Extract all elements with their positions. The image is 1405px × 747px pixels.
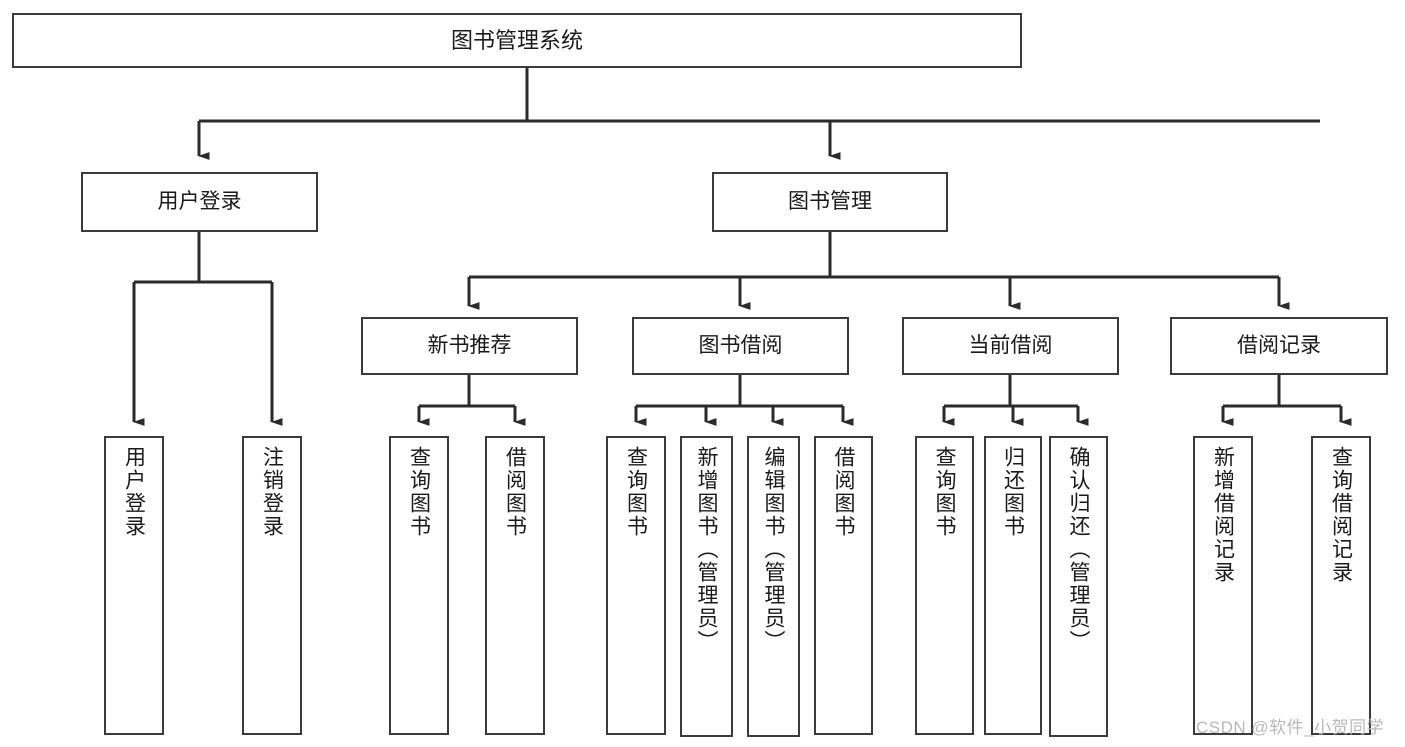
node-label: 查询借阅记录 xyxy=(1329,446,1353,584)
node-label: 归还图书 xyxy=(1001,446,1025,538)
node-book-borrow[interactable]: 图书借阅 xyxy=(632,317,849,375)
leaf-add-borrow-record[interactable]: 新增借阅记录 xyxy=(1193,436,1253,735)
node-label: 查询图书 xyxy=(933,446,956,538)
leaf-return-book[interactable]: 归还图书 xyxy=(984,436,1042,735)
node-label: 注销登录 xyxy=(260,446,284,538)
leaf-logout-login[interactable]: 注销登录 xyxy=(242,436,302,735)
node-label: 图书借阅 xyxy=(698,333,783,357)
csdn-watermark: CSDN @软件_小贺同学 xyxy=(1196,718,1385,737)
leaf-borrow-book-new-recommend[interactable]: 借阅图书 xyxy=(485,436,545,735)
node-label: 新增借阅记录 xyxy=(1211,446,1235,584)
node-label: 借阅图书 xyxy=(503,446,527,538)
node-label: 图书管理系统 xyxy=(450,27,583,53)
node-label: 查询图书 xyxy=(624,446,648,538)
leaf-query-borrow-record[interactable]: 查询借阅记录 xyxy=(1311,436,1371,735)
node-new-book-recommend[interactable]: 新书推荐 xyxy=(361,317,578,375)
node-label: 确认归还（管理员） xyxy=(1067,446,1090,653)
node-root-book-management-system[interactable]: 图书管理系统 xyxy=(12,13,1022,68)
node-label: 用户登录 xyxy=(157,189,242,213)
node-label: 借阅图书 xyxy=(832,446,855,538)
node-label: 图书管理 xyxy=(788,189,872,213)
node-user-login[interactable]: 用户登录 xyxy=(81,172,318,232)
leaf-add-book-admin[interactable]: 新增图书（管理员） xyxy=(680,436,733,737)
node-label: 编辑图书（管理员） xyxy=(762,446,785,653)
node-label: 用户登录 xyxy=(122,446,146,538)
leaf-query-book-current[interactable]: 查询图书 xyxy=(915,436,974,735)
node-label: 查询图书 xyxy=(407,446,431,538)
node-label: 新书推荐 xyxy=(427,333,512,357)
node-label: 新增图书（管理员） xyxy=(695,446,718,653)
leaf-user-login[interactable]: 用户登录 xyxy=(104,436,164,735)
node-label: 借阅记录 xyxy=(1237,333,1321,357)
leaf-confirm-return-admin[interactable]: 确认归还（管理员） xyxy=(1049,436,1108,737)
leaf-edit-book-admin[interactable]: 编辑图书（管理员） xyxy=(747,436,800,737)
node-label: 当前借阅 xyxy=(968,333,1053,357)
node-borrow-record[interactable]: 借阅记录 xyxy=(1170,317,1388,375)
leaf-borrow-book-borrow[interactable]: 借阅图书 xyxy=(814,436,873,735)
leaf-query-book-borrow[interactable]: 查询图书 xyxy=(606,436,666,735)
node-book-management[interactable]: 图书管理 xyxy=(712,172,948,232)
leaf-query-book-new-recommend[interactable]: 查询图书 xyxy=(389,436,449,735)
node-current-borrow[interactable]: 当前借阅 xyxy=(902,317,1119,375)
